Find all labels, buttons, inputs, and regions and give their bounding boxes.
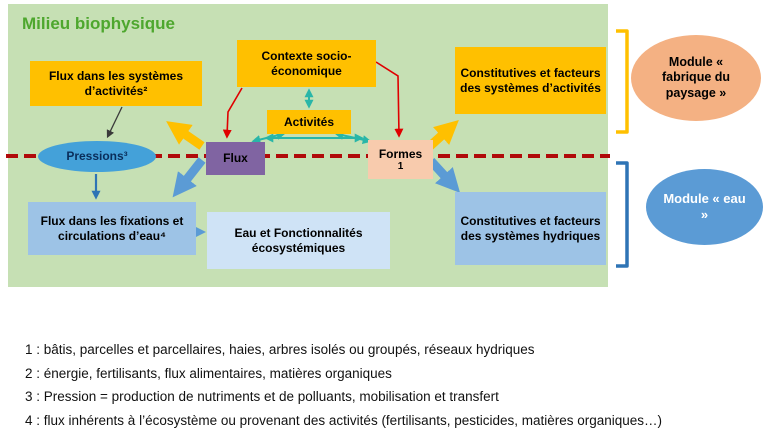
node-flux-fixations-eau: Flux dans les fixations et circulations … — [28, 202, 196, 255]
footnote-4: 4 : flux inhérents à l’écosystème ou pro… — [25, 412, 663, 428]
node-formes: Formes 1 — [368, 140, 433, 179]
arrow-flux-to-fluxeau — [172, 157, 206, 198]
node-eau-fonctionnalites: Eau et Fonctionnalités écosystémiques — [207, 212, 390, 269]
node-constitutives-systemes-activites: Constitutives et facteurs des systèmes d… — [455, 47, 606, 114]
arrow-contexte-to-flux — [222, 87, 243, 139]
bracket-eau — [616, 161, 629, 268]
node-flux-systemes-activites: Flux dans les systèmes d’activités² — [30, 61, 202, 106]
arrow-contexte-to-formes — [375, 61, 404, 138]
node-contexte-socio-economique: Contexte socio-économique — [237, 40, 376, 87]
footnote-3: 3 : Pression = production de nutriments … — [25, 389, 499, 404]
node-constitutives-systemes-hydriques: Constitutives et facteurs des systèmes h… — [455, 192, 606, 265]
node-formes-label: Formes — [378, 147, 423, 162]
module-eau: Module « eau » — [646, 169, 763, 245]
bracket-paysage — [616, 29, 629, 134]
node-pressions: Pressions³ — [38, 141, 156, 172]
footnotes: 1 : bâtis, parcelles et parcellaires, ha… — [25, 338, 662, 432]
panel-title: Milieu biophysique — [22, 14, 176, 33]
node-flux: Flux — [206, 142, 265, 175]
node-formes-index: 1 — [397, 160, 404, 172]
footnote-1: 1 : bâtis, parcelles et parcellaires, ha… — [25, 342, 535, 357]
arrow-formes-to-constitutives-hydriques — [427, 157, 461, 193]
module-fabrique-paysage: Module « fabrique du paysage » — [631, 35, 761, 121]
arrow-flux-to-fluxactivites — [166, 121, 205, 150]
footnote-2: 2 : énergie, fertilisants, flux alimenta… — [25, 365, 392, 381]
arrow-fluxactivites-to-pressions — [106, 106, 123, 139]
node-activites: Activités — [267, 110, 351, 134]
